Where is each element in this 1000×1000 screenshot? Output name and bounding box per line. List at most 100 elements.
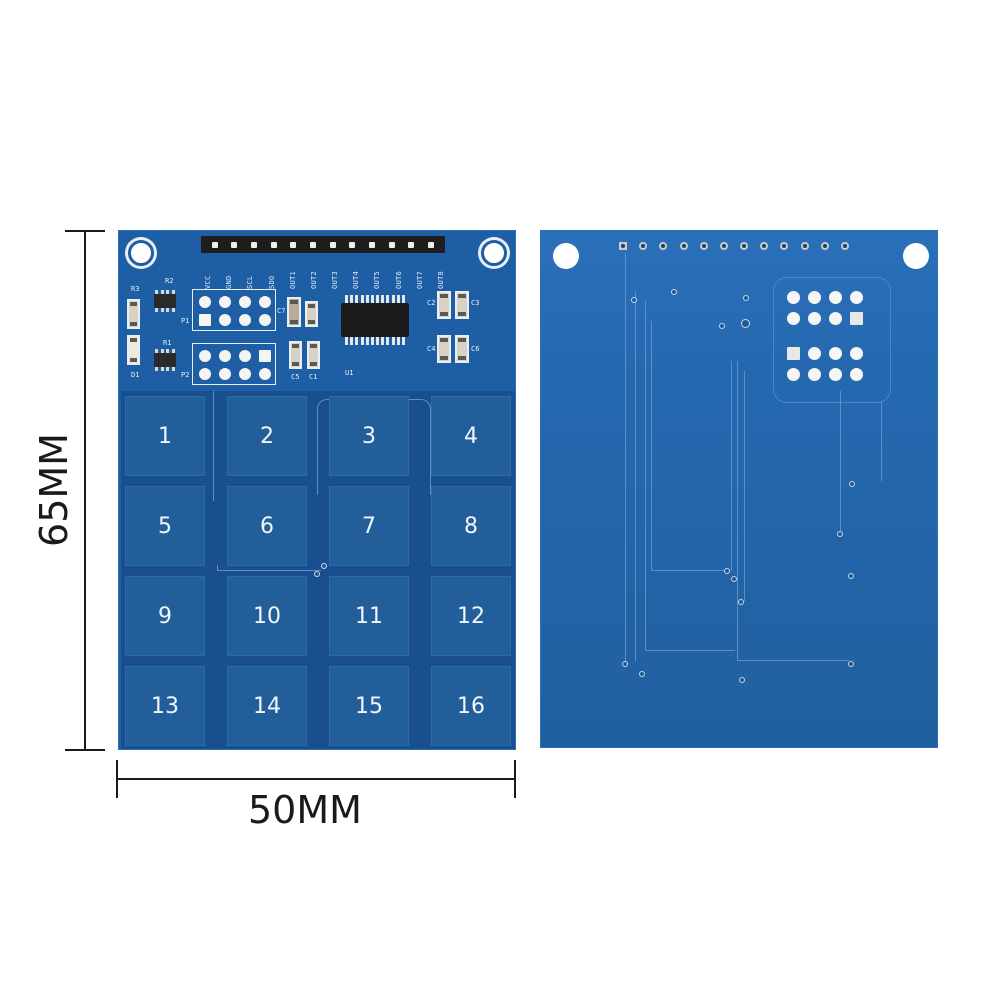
via [738, 599, 744, 605]
capacitor-c5 [289, 341, 302, 369]
pad [829, 291, 842, 304]
via [724, 568, 730, 574]
touch-key-5[interactable]: 5 [125, 486, 205, 566]
via [671, 289, 677, 295]
pad [219, 350, 231, 362]
silk-r1: R1 [163, 339, 172, 347]
pad [219, 296, 231, 308]
touch-key-11[interactable]: 11 [329, 576, 409, 656]
pad [787, 291, 800, 304]
touch-key-12[interactable]: 12 [431, 576, 511, 656]
pad [239, 314, 251, 326]
via [741, 319, 750, 328]
via [837, 531, 843, 537]
pad [808, 347, 821, 360]
back-pin-header [617, 238, 851, 254]
chip-pins-top [345, 295, 405, 303]
via [848, 661, 854, 667]
pin-label-sdo: SDO [267, 275, 276, 289]
capacitor-c4 [437, 335, 451, 363]
capacitor-c6 [305, 301, 318, 327]
touch-key-13[interactable]: 13 [125, 666, 205, 746]
header-pin [349, 241, 356, 248]
header-pin [329, 241, 336, 248]
touch-key-8[interactable]: 8 [431, 486, 511, 566]
chip-pins-bottom [345, 337, 405, 345]
mount-hole-top-left [128, 240, 154, 266]
header-pin [270, 241, 277, 248]
pad [219, 314, 231, 326]
back-header-pin [798, 240, 811, 252]
touch-key-16[interactable]: 16 [431, 666, 511, 746]
via [639, 671, 645, 677]
pcb-back-side [540, 230, 938, 748]
pad [829, 347, 842, 360]
capacitor-c6b [455, 335, 469, 363]
touch-key-6[interactable]: 6 [227, 486, 307, 566]
width-dim-right-tick [514, 760, 516, 798]
pad [829, 368, 842, 381]
silk-c4: C4 [427, 345, 436, 353]
pad [850, 312, 863, 325]
pad [808, 291, 821, 304]
silk-c7: C7 [277, 307, 286, 315]
back-header-pin [818, 240, 831, 252]
silk-c2: C2 [427, 299, 436, 307]
pad [259, 314, 271, 326]
touch-key-3[interactable]: 3 [329, 396, 409, 476]
pin-label-vcc: VCC [204, 275, 212, 289]
touch-key-9[interactable]: 9 [125, 576, 205, 656]
touch-controller-ic [341, 303, 409, 337]
pad [259, 296, 271, 308]
trace [731, 361, 732, 571]
pad [239, 350, 251, 362]
silk-d1: D1 [131, 371, 140, 379]
jumper-block-p1 [192, 289, 276, 331]
trace [881, 401, 882, 481]
via [314, 571, 320, 577]
pad [829, 312, 842, 325]
silk-p1: P1 [181, 317, 190, 325]
pin-header [201, 236, 445, 253]
silk-c1: C1 [309, 373, 318, 381]
pad [850, 368, 863, 381]
via [743, 295, 749, 301]
touch-key-7[interactable]: 7 [329, 486, 409, 566]
touch-key-10[interactable]: 10 [227, 576, 307, 656]
pin-label-out2: OUT2 [309, 270, 318, 289]
pin-label-out5: OUT5 [373, 270, 382, 289]
capacitor-c7 [287, 297, 301, 327]
via [849, 481, 855, 487]
pin-label-out7: OUT7 [415, 270, 424, 289]
touch-key-4[interactable]: 4 [431, 396, 511, 476]
back-jumper-pads-bottom [787, 347, 863, 381]
led-d1 [127, 335, 140, 365]
trace [651, 321, 727, 571]
touch-key-1[interactable]: 1 [125, 396, 205, 476]
trace [744, 371, 745, 601]
silk-r2: R2 [165, 277, 174, 285]
silk-c3: C3 [471, 299, 480, 307]
header-pin [290, 241, 297, 248]
silk-u1: U1 [345, 369, 354, 377]
pin-labels: VCC GND SCL SDO OUT1 OUT2 OUT3 OUT4 OUT5… [204, 255, 445, 289]
touch-key-15[interactable]: 15 [329, 666, 409, 746]
touch-key-14[interactable]: 14 [227, 666, 307, 746]
trace [840, 391, 841, 531]
capacitor-c2 [437, 291, 451, 319]
pin-label-gnd: GND [225, 275, 234, 289]
resistor-array-r1 [154, 349, 176, 371]
mount-hole-top-left [553, 243, 579, 269]
header-pin [408, 241, 415, 248]
pad [219, 368, 231, 380]
pad [199, 368, 211, 380]
resistor-array-r2 [154, 290, 176, 312]
width-dim-label: 50MM [248, 788, 362, 832]
via [848, 573, 854, 579]
pad [850, 291, 863, 304]
silk-c6: C6 [471, 345, 480, 353]
height-dim-line [84, 230, 86, 750]
trace [645, 301, 735, 651]
pad [787, 347, 800, 360]
touch-key-2[interactable]: 2 [227, 396, 307, 476]
